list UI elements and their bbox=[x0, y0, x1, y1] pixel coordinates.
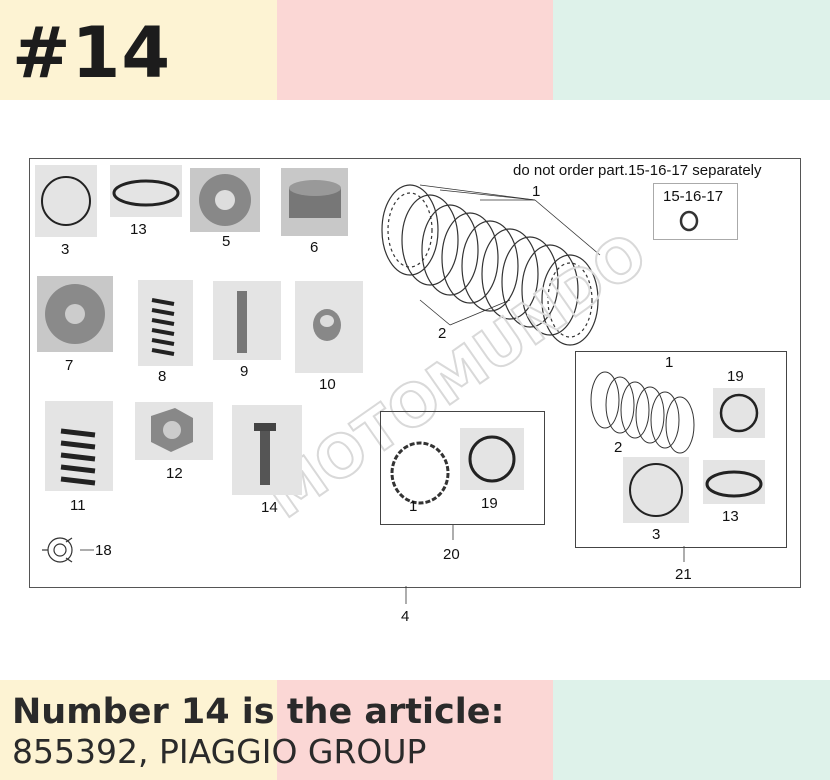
label-part-6: 6 bbox=[310, 239, 319, 256]
part-photo-14 bbox=[232, 405, 302, 495]
part-15-16-17-box bbox=[653, 183, 738, 240]
label-part-2-main: 2 bbox=[438, 325, 447, 342]
label-kit20-part-1: 1 bbox=[409, 498, 418, 515]
part-photo-12 bbox=[135, 402, 213, 460]
label-part-11: 11 bbox=[70, 497, 86, 514]
band-segment-mint bbox=[553, 0, 830, 100]
order-note: do not order part.15-16-17 separately bbox=[513, 162, 762, 179]
band-segment-pink bbox=[277, 680, 553, 780]
part-photo-kit20-19 bbox=[460, 428, 524, 490]
label-kit21-part-1: 1 bbox=[665, 354, 674, 371]
label-kit21-part-13: 13 bbox=[722, 508, 739, 525]
label-part-12: 12 bbox=[166, 465, 183, 482]
label-part-5: 5 bbox=[222, 233, 231, 250]
part-photo-kit21-19 bbox=[713, 388, 765, 438]
caption-heading: Number 14 is the article: bbox=[12, 692, 505, 732]
label-kit21-part-2: 2 bbox=[614, 439, 623, 456]
part-photo-6 bbox=[281, 168, 348, 236]
label-part-10: 10 bbox=[319, 376, 336, 393]
label-kit-21: 21 bbox=[675, 566, 692, 583]
clutch-pack-main bbox=[381, 184, 599, 346]
part-photo-5 bbox=[190, 168, 260, 232]
label-part-3: 3 bbox=[61, 241, 70, 258]
label-kit20-part-19: 19 bbox=[481, 495, 498, 512]
label-assembly-4: 4 bbox=[401, 608, 410, 625]
band-segment-yellow bbox=[0, 680, 277, 780]
label-part-18: 18 bbox=[95, 542, 112, 559]
label-part-8: 8 bbox=[158, 368, 167, 385]
label-part-9: 9 bbox=[240, 363, 249, 380]
part-photo-3 bbox=[35, 165, 97, 237]
header-band bbox=[0, 0, 830, 100]
band-segment-yellow bbox=[0, 0, 277, 100]
part-photo-11 bbox=[45, 401, 113, 491]
label-part-14: 14 bbox=[261, 499, 278, 516]
page-title: #14 bbox=[12, 12, 172, 94]
part-photo-13 bbox=[110, 165, 182, 217]
part-photo-7 bbox=[37, 276, 113, 352]
label-kit-20: 20 bbox=[443, 546, 460, 563]
band-segment-mint bbox=[553, 680, 830, 780]
label-part-15-16-17: 15-16-17 bbox=[663, 188, 724, 205]
part-photo-10 bbox=[295, 281, 363, 373]
label-kit21-part-3: 3 bbox=[652, 526, 661, 543]
label-kit21-part-19: 19 bbox=[727, 368, 744, 385]
label-part-7: 7 bbox=[65, 357, 74, 374]
part-photo-9 bbox=[213, 281, 281, 360]
kit-20-box bbox=[380, 411, 545, 525]
caption-article-number: 855392, PIAGGIO GROUP bbox=[12, 732, 427, 771]
footer-band bbox=[0, 680, 830, 780]
part-photo-kit21-13 bbox=[703, 460, 765, 504]
part-photo-8 bbox=[138, 280, 193, 366]
label-part-1-main: 1 bbox=[532, 183, 541, 200]
label-part-13: 13 bbox=[130, 221, 147, 238]
kit-21-box bbox=[575, 351, 787, 548]
parts-diagram-frame bbox=[29, 158, 801, 588]
part-photo-kit21-3 bbox=[623, 457, 689, 523]
band-segment-pink bbox=[277, 0, 553, 100]
